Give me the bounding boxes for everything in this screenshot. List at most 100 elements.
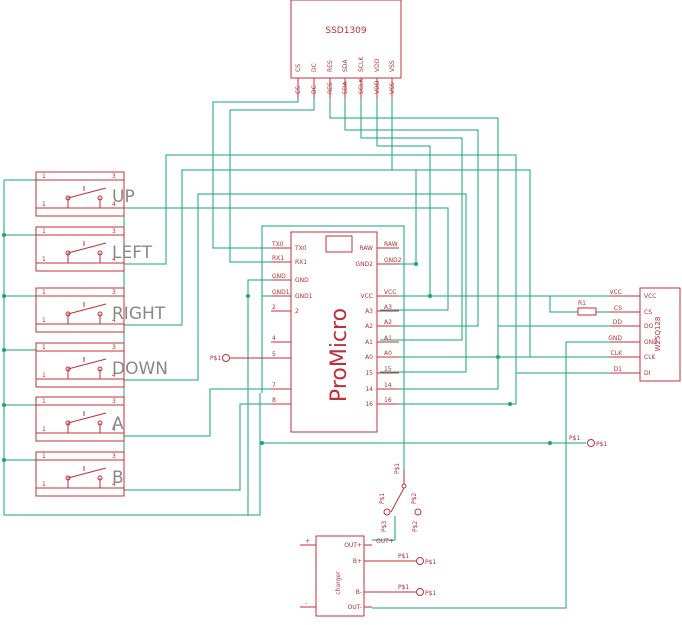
button-pin1b: 1 bbox=[42, 317, 46, 324]
button-pin4: 4 bbox=[112, 317, 116, 324]
switch-left-label: P$1 bbox=[379, 493, 386, 504]
button-contact-right bbox=[97, 475, 103, 481]
flash-pin-inner: CLK bbox=[644, 354, 657, 361]
buttons-group: 1134UP1134LEFT1134RIGHT1134DOWN1134A1134… bbox=[35, 171, 168, 497]
flash-pin-outer: CLK bbox=[611, 350, 624, 357]
oled-pin-inner: SCLK bbox=[358, 56, 365, 72]
charger-right-pin-outer: OUT+ bbox=[376, 538, 394, 545]
button-body bbox=[35, 171, 125, 217]
button-contact-left bbox=[65, 366, 71, 372]
charger-right-pin-inner: OUT- bbox=[348, 604, 362, 611]
button-pin1b: 1 bbox=[42, 372, 46, 379]
mcu-right-pin-inner: RAW bbox=[359, 245, 373, 252]
charger-right-pin-inner: B+ bbox=[353, 558, 362, 565]
button-contact-left bbox=[65, 195, 71, 201]
mcu-left-pin-inner: TX0 bbox=[294, 245, 307, 252]
button-contact-left bbox=[65, 311, 71, 317]
mcu-left-pin-outer: 2 bbox=[272, 304, 276, 311]
junctions bbox=[2, 233, 552, 462]
button-contact-right bbox=[97, 195, 103, 201]
mcu-left-pin-inner: GND1 bbox=[295, 293, 313, 300]
mcu-right-pin-inner: A1 bbox=[365, 339, 373, 346]
button-body bbox=[35, 396, 125, 442]
flash-pin-outer: CS bbox=[614, 305, 622, 312]
switch-right-label: P$2 bbox=[411, 493, 418, 504]
button-pin1b: 1 bbox=[42, 426, 46, 433]
button-pin3: 3 bbox=[112, 398, 116, 405]
button-pin4: 4 bbox=[112, 201, 116, 208]
mcu-left-pin-inner: 2 bbox=[295, 308, 299, 315]
mcu-title: ProMicro bbox=[327, 308, 352, 402]
button-contact-right bbox=[97, 250, 103, 256]
oled-pin-outer: VSS bbox=[389, 82, 396, 94]
supply-bus: P$1 bbox=[569, 435, 580, 442]
button-pin3: 3 bbox=[112, 289, 116, 296]
flash-pin-outer: D1 bbox=[614, 366, 623, 373]
flash-pin-outer: VCC bbox=[610, 289, 622, 296]
button-pin1: 1 bbox=[42, 453, 46, 460]
charger-right-pin-inner: OUT+ bbox=[344, 542, 362, 549]
oled-pin-inner: VDD bbox=[374, 58, 381, 72]
button-body bbox=[35, 451, 125, 497]
mcu-left-pin-outer: RX1 bbox=[272, 255, 284, 262]
oled-pin-inner: DC bbox=[311, 63, 318, 72]
oled-pin-outer: RES bbox=[327, 82, 334, 94]
flash-pin-inner: VCC bbox=[644, 293, 656, 300]
button-pin1b: 1 bbox=[42, 481, 46, 488]
button-contact-right bbox=[97, 366, 103, 372]
button-body bbox=[35, 226, 125, 272]
button-contact-right bbox=[97, 311, 103, 317]
mcu-right-pin-inner: 16 bbox=[365, 401, 373, 408]
button-actuator bbox=[67, 358, 107, 370]
button-pin1: 1 bbox=[42, 228, 46, 235]
flash-pin-inner: DO bbox=[644, 323, 654, 330]
promicro-mcu: ProMicro TX0TX0RX1RX1GNDGNDGND1GND122457… bbox=[271, 231, 402, 433]
button-label: RIGHT bbox=[112, 304, 166, 324]
button-pin1: 1 bbox=[42, 344, 46, 351]
mcu-right-pin-outer: VCC bbox=[384, 289, 396, 296]
oled-title: SSD1309 bbox=[325, 26, 367, 36]
supply-bminus-end: P$1 bbox=[425, 590, 436, 597]
supply-mcu5: P$1 bbox=[210, 355, 221, 362]
oled-pin-outer: CS bbox=[295, 86, 302, 94]
supply-bminus: P$1 bbox=[398, 584, 409, 591]
flash-pin-outer: GND bbox=[608, 335, 622, 342]
button-actuator bbox=[67, 467, 107, 479]
mcu-left-pin-outer: 7 bbox=[272, 382, 276, 389]
mcu-left-pin-outer: GND bbox=[272, 273, 286, 280]
oled-pin-inner: SDA bbox=[342, 59, 349, 72]
switch-p2: P$2 bbox=[412, 521, 419, 532]
oled-pin-outer: SCLK bbox=[358, 78, 365, 94]
button-label: UP bbox=[112, 187, 135, 207]
oled-pin-inner: RES bbox=[327, 60, 334, 72]
charger-right-pin-inner: B- bbox=[356, 589, 362, 596]
button-pin3: 3 bbox=[112, 228, 116, 235]
mcu-right-pin-outer: GND2 bbox=[384, 257, 402, 264]
button-pin1b: 1 bbox=[42, 201, 46, 208]
flash-title: W25Q128 bbox=[654, 317, 662, 352]
charger-left-pin: - bbox=[305, 600, 307, 607]
oled-pin-inner: VSS bbox=[389, 60, 396, 72]
button-pin4: 4 bbox=[112, 426, 116, 433]
button-pin4: 4 bbox=[112, 372, 116, 379]
button-pin1: 1 bbox=[42, 173, 46, 180]
supply-bus-right: P$1 bbox=[596, 441, 607, 448]
button-pin4: 4 bbox=[112, 256, 116, 263]
button-contact-left bbox=[65, 250, 71, 256]
flash-pin-inner: DI bbox=[644, 370, 651, 377]
supply-bplus-end: P$1 bbox=[425, 559, 436, 566]
mcu-right-pin-outer: A2 bbox=[384, 319, 392, 326]
button-label: B bbox=[112, 468, 124, 488]
mcu-right-pin-outer: RAW bbox=[384, 241, 398, 248]
button-contact-right bbox=[97, 420, 103, 426]
button-pin1: 1 bbox=[42, 289, 46, 296]
mcu-right-pin-inner: VCC bbox=[361, 293, 373, 300]
button-pin1b: 1 bbox=[42, 256, 46, 263]
charger-module: charger +-OUT+OUT+B+B-OUT- bbox=[300, 535, 394, 617]
mcu-left-pin-outer: 8 bbox=[272, 397, 276, 404]
mcu-right-pin-inner: A2 bbox=[365, 323, 373, 330]
